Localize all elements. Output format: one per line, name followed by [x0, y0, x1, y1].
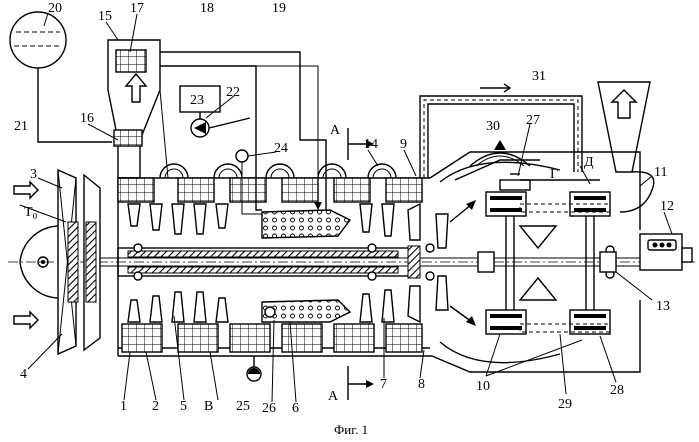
label-26: 26 [262, 401, 276, 416]
label-19: 19 [272, 1, 286, 16]
label-3: 3 [30, 167, 37, 182]
label-16: 16 [80, 111, 94, 126]
label-18: 18 [200, 1, 214, 16]
upper-ports [160, 164, 396, 178]
section-mark-top: A [330, 123, 341, 138]
label-11: 11 [654, 165, 667, 180]
label-28: 28 [610, 383, 624, 398]
label-10: 10 [476, 379, 490, 394]
upper-heat-exchangers [118, 178, 422, 202]
label-31: 31 [532, 69, 546, 84]
temperature-label: T₀ [24, 205, 38, 220]
label-13: 13 [656, 299, 670, 314]
label-1: 1 [120, 399, 127, 414]
label-5: 5 [180, 399, 187, 414]
label-27: 27 [526, 113, 540, 128]
flow-label-d: Д [584, 155, 594, 170]
generator-12 [640, 234, 692, 270]
separator-15 [108, 40, 160, 178]
label-24: 24 [274, 141, 288, 156]
label-21: 21 [14, 119, 28, 134]
section-markers [348, 128, 374, 400]
inlet-arrows [14, 182, 38, 328]
tank-20 [10, 12, 66, 68]
label-30: 30 [486, 119, 500, 134]
flow-label-b: B [204, 399, 213, 414]
label-15: 15 [98, 9, 112, 24]
flow-label-g: Г [550, 167, 558, 182]
figure-caption: Фиг. 1 [334, 422, 368, 437]
label-20: 20 [48, 1, 62, 16]
turbine-section [436, 160, 560, 363]
label-23: 23 [190, 93, 204, 108]
label-25: 25 [236, 399, 250, 414]
label-14: 14 [364, 137, 378, 152]
label-17: 17 [130, 1, 144, 16]
label-29: 29 [558, 397, 572, 412]
label-12: 12 [660, 199, 674, 214]
flow-arrows [450, 200, 476, 326]
exhaust-duct-31 [420, 84, 582, 178]
label-4: 4 [20, 367, 27, 382]
label-6: 6 [292, 401, 299, 416]
label-22: 22 [226, 85, 240, 100]
section-mark-bottom: A [328, 389, 339, 404]
label-2: 2 [152, 399, 159, 414]
gearbox [478, 174, 616, 334]
label-7: 7 [380, 377, 387, 392]
label-8: 8 [418, 377, 425, 392]
label-9: 9 [400, 137, 407, 152]
